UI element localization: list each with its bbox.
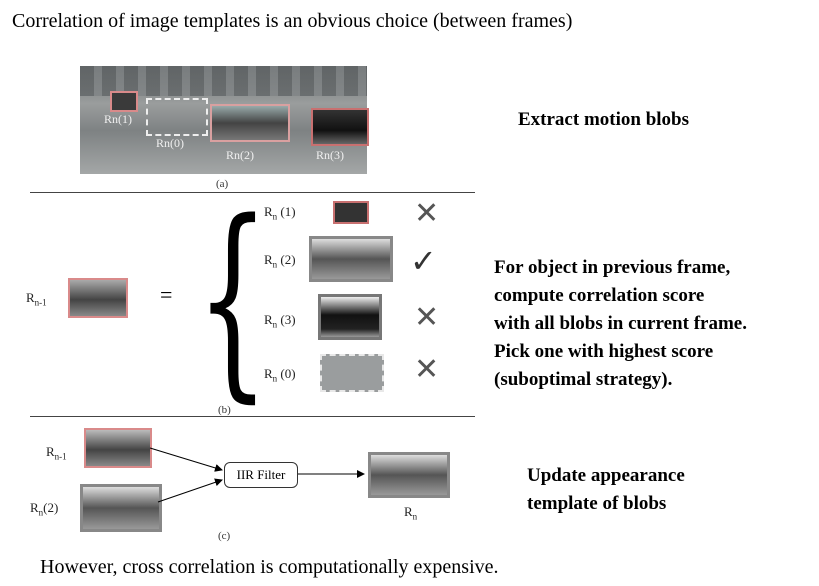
cand4-sub: n — [272, 373, 278, 384]
cross-icon: ✕ — [414, 352, 440, 387]
caption-a: (a) — [216, 178, 229, 190]
update-line-2: template of blobs — [527, 493, 667, 514]
left-brace: { — [196, 176, 270, 421]
caption-c: (c) — [218, 530, 231, 542]
update-line-1: Update appearance — [527, 465, 685, 486]
arrow-in2 — [157, 478, 223, 503]
c-in1-main: R — [46, 444, 55, 459]
correlate-line-5: (suboptimal strategy). — [494, 369, 673, 390]
c-out-main: R — [404, 504, 413, 519]
blob-rn0 — [146, 98, 208, 136]
label-rn1: Rn(1) — [104, 112, 132, 126]
step-update-text: Update appearance template of blobs — [527, 462, 685, 518]
cand3-sub: n — [272, 319, 278, 330]
iir-filter-box: IIR Filter — [224, 462, 298, 488]
c-output-label: Rn — [404, 504, 417, 522]
c-in2-sub: n — [38, 507, 44, 518]
step-correlate-text: For object in previous frame, compute co… — [494, 254, 747, 394]
divider-1 — [30, 192, 475, 193]
cand2-sub: n — [272, 259, 278, 270]
cand2-main: R — [264, 252, 273, 267]
correlate-line-2: compute correlation score — [494, 285, 705, 306]
cand3-main: R — [264, 312, 273, 327]
blob-rn2 — [210, 104, 290, 142]
candidate-thumb-3 — [318, 294, 382, 340]
correlate-line-4: Pick one with highest score — [494, 341, 714, 362]
rn-1-main: R — [26, 290, 35, 305]
cross-icon: ✕ — [414, 196, 440, 231]
cand4-main: R — [264, 366, 273, 381]
label-rn3: Rn(3) — [316, 148, 344, 162]
check-icon: ✓ — [410, 242, 437, 280]
c-input1-thumb — [84, 428, 152, 468]
cand1-main: R — [264, 204, 273, 219]
c-input2-label: Rn(2) — [30, 500, 58, 518]
cand2-idx: (2) — [280, 252, 296, 267]
c-input1-label: Rn-1 — [46, 444, 67, 462]
c-input2-thumb — [80, 484, 162, 532]
candidate-thumb-4 — [320, 354, 384, 392]
candidate-label-3: Rn (3) — [264, 312, 296, 330]
cross-icon: ✕ — [414, 300, 440, 335]
slide-title: Correlation of image templates is an obv… — [12, 10, 573, 32]
caption-b: (b) — [218, 404, 231, 416]
c-in2-idx: (2) — [43, 500, 59, 515]
candidate-label-1: Rn (1) — [264, 204, 296, 222]
divider-2 — [30, 416, 475, 417]
blob-rn3 — [311, 108, 369, 146]
candidate-thumb-1 — [333, 201, 369, 224]
template-rn-1 — [68, 278, 128, 318]
street-scene-image: Rn(1) Rn(0) Rn(2) Rn(3) — [80, 66, 369, 174]
label-rn0: Rn(0) — [156, 136, 184, 150]
rn-1-label: Rn-1 — [26, 290, 47, 308]
c-in1-sub: n-1 — [54, 451, 67, 462]
correlate-line-1: For object in previous frame, — [494, 257, 731, 278]
cand3-idx: (3) — [280, 312, 296, 327]
rn-1-sub: n-1 — [34, 297, 47, 308]
arrow-in1 — [149, 447, 223, 472]
cand4-idx: (0) — [280, 366, 296, 381]
cand1-idx: (1) — [280, 204, 296, 219]
c-in2-main: R — [30, 500, 39, 515]
c-output-thumb — [368, 452, 450, 498]
c-out-sub: n — [412, 511, 418, 522]
label-rn2: Rn(2) — [226, 148, 254, 162]
candidate-label-4: Rn (0) — [264, 366, 296, 384]
equals-sign: = — [160, 282, 173, 307]
candidate-label-2: Rn (2) — [264, 252, 296, 270]
step-extract-text: Extract motion blobs — [518, 109, 689, 130]
cand1-sub: n — [272, 211, 278, 222]
correlate-line-3: with all blobs in current frame. — [494, 313, 747, 334]
slide-footer: However, cross correlation is computatio… — [40, 556, 499, 578]
candidate-thumb-2 — [309, 236, 393, 282]
blob-rn1 — [110, 91, 138, 112]
